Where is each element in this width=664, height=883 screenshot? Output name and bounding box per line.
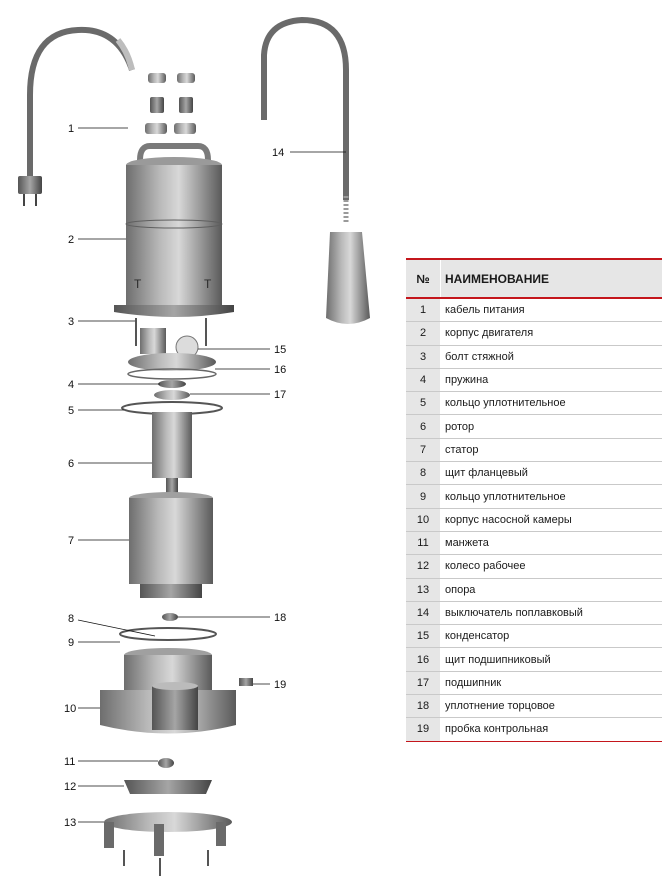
row-part-name: статор: [440, 438, 662, 463]
callout-7: 7: [68, 535, 74, 547]
callout-10: 10: [64, 703, 76, 715]
callout-5: 5: [68, 405, 74, 417]
row-number: 18: [406, 694, 441, 719]
row-part-name: подшипник: [440, 671, 662, 696]
callout-4: 4: [68, 379, 74, 391]
callout-8: 8: [68, 613, 74, 625]
row-number: 13: [406, 578, 441, 602]
row-part-name: щит подшипниковый: [440, 647, 662, 672]
row-number: 3: [406, 345, 441, 369]
impeller-and-base: [104, 758, 232, 876]
table-header-row: № НАИМЕНОВАНИЕ: [406, 258, 662, 299]
callout-12: 12: [64, 781, 76, 793]
row-number: 12: [406, 554, 441, 579]
callout-14: 14: [272, 147, 284, 159]
header-number: №: [406, 258, 441, 299]
row-number: 11: [406, 531, 441, 556]
bearing-shield-assembly: [127, 318, 217, 380]
row-part-name: болт стяжной: [440, 345, 662, 369]
row-number: 16: [406, 647, 441, 672]
row-part-name: кольцо уплотнительное: [440, 391, 662, 416]
callout-6: 6: [68, 458, 74, 470]
callout-3: 3: [68, 316, 74, 328]
power-cable: [18, 26, 135, 206]
callout-2: 2: [68, 234, 74, 246]
svg-text:T: T: [204, 277, 212, 291]
row-part-name: пружина: [440, 368, 662, 393]
row-part-name: уплотнение торцовое: [440, 694, 662, 719]
row-part-name: кольцо уплотнительное: [440, 484, 662, 509]
row-part-name: пробка контрольная: [440, 717, 662, 742]
svg-text:T: T: [134, 277, 142, 291]
row-part-name: конденсатор: [440, 624, 662, 649]
row-part-name: корпус двигателя: [440, 321, 662, 346]
row-number: 6: [406, 414, 441, 439]
row-part-name: ротор: [440, 414, 662, 439]
callout-9: 9: [68, 637, 74, 649]
row-number: 1: [406, 298, 441, 323]
row-number: 17: [406, 671, 441, 696]
pump-chamber: [100, 648, 253, 734]
row-number: 9: [406, 484, 441, 509]
header-name: НАИМЕНОВАНИЕ: [440, 258, 662, 299]
callout-18: 18: [274, 612, 286, 624]
row-number: 5: [406, 391, 441, 416]
row-number: 2: [406, 321, 441, 346]
callout-leaders: [77, 127, 346, 823]
row-number: 7: [406, 438, 441, 463]
callout-13: 13: [64, 817, 76, 829]
spring-ring-bearing: [121, 380, 223, 415]
stator: [129, 492, 213, 598]
callout-15: 15: [274, 344, 286, 356]
callout-19: 19: [274, 679, 286, 691]
callout-16: 16: [274, 364, 286, 376]
row-number: 19: [406, 717, 441, 742]
seal-and-flange: [119, 613, 217, 641]
top-fittings: [145, 73, 196, 134]
row-number: 10: [406, 508, 441, 532]
callout-17: 17: [274, 389, 286, 401]
row-part-name: кабель питания: [440, 298, 662, 323]
row-part-name: манжета: [440, 531, 662, 556]
float-switch: [261, 16, 370, 324]
motor-housing: T T: [114, 143, 234, 317]
row-number: 15: [406, 624, 441, 649]
callout-1: 1: [68, 123, 74, 135]
row-part-name: щит фланцевый: [440, 461, 662, 486]
row-number: 14: [406, 601, 441, 626]
row-number: 4: [406, 368, 441, 393]
row-part-name: опора: [440, 578, 662, 602]
row-part-name: корпус насосной камеры: [440, 508, 662, 532]
row-number: 8: [406, 461, 441, 486]
row-part-name: колесо рабочее: [440, 554, 662, 579]
rotor: [152, 412, 192, 494]
row-part-name: выключатель поплавковый: [440, 601, 662, 626]
callout-11: 11: [64, 756, 75, 768]
